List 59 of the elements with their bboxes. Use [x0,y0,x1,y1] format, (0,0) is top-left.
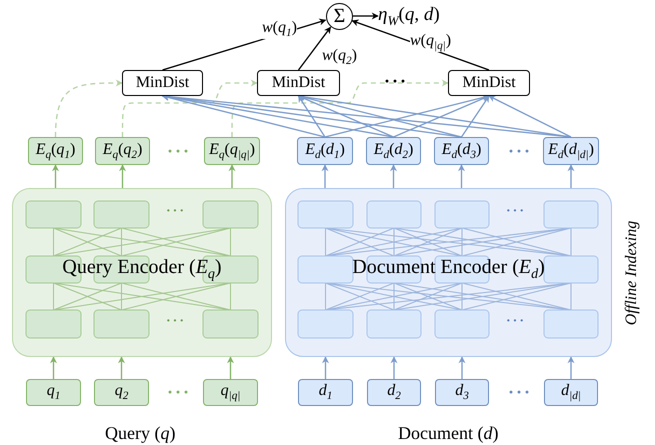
arrow [458,164,465,188]
ellipsis-dots: ··· [166,205,186,219]
input-caption: Document (d) [398,424,498,442]
arrow [353,12,379,20]
ellipsis-dots: ··· [167,142,192,160]
arrow [119,164,126,188]
arrow [231,80,449,137]
ellipsis-dots: ··· [506,205,526,219]
arrow [458,356,466,379]
arrow [568,164,574,188]
ellipsis-dots: ··· [508,142,532,160]
encoder-panel [285,188,612,357]
embedding-box: E$_{d}$(d$_{3}$) [434,137,489,165]
arrow [228,164,236,188]
summation-circle: Σ [326,3,353,30]
arrow [50,356,57,379]
encoder-panel [12,188,272,357]
embedding-box: E$_{q}$(q$_{|q|}$) [204,137,260,165]
encoder-label: Query Encoder (E$_{q}$) [62,256,222,283]
input-caption: Query (q) [105,424,176,442]
embedding-box: E$_{q}$(q$_{2}$) [95,137,150,165]
side-caption: Offline Indexing [624,220,640,325]
embedding-box: E$_{d}$(d$_{|d|}$) [543,137,599,165]
arrow [322,164,328,188]
arrow [460,95,490,138]
arrow [118,356,125,379]
arrow [298,95,326,138]
token-box: d$_{|d|}$ [544,379,598,406]
arrow [390,356,398,379]
mindist-box: MinDist [448,70,530,96]
token-box: d$_{1}$ [298,379,353,406]
arrow [488,95,572,138]
ellipsis-dots: ··· [384,72,408,90]
arrow [227,356,234,379]
mindist-box: MinDist [257,70,340,96]
arrow [298,26,332,70]
encoder-label: Document Encoder (E$_{d}$) [352,256,545,283]
arrow [52,164,59,188]
arrow [54,80,123,138]
arrow [122,80,258,137]
embedding-box: E$_{d}$(d$_{2}$) [366,137,421,165]
ellipsis-dots: ··· [167,383,192,401]
token-box: q$_{2}$ [94,379,149,406]
output-score: η$_{W}$(q, d) [378,4,460,28]
token-box: q$_{1}$ [26,379,81,406]
ellipsis-dots: ··· [506,315,526,329]
ellipsis-dots: ··· [508,383,532,401]
embedding-box: E$_{d}$(d$_{1}$) [297,137,353,165]
token-box: d$_{2}$ [367,379,421,406]
embedding-box: E$_{q}$(q$_{1}$) [28,137,83,165]
edge-label: w(q$_{|q|}$) [410,33,452,52]
token-box: d$_{3}$ [435,379,489,406]
arrow [390,164,397,188]
edge-label: w(q$_{1}$) [262,20,297,40]
mindist-box: MinDist [122,70,203,96]
ellipsis-dots: ··· [166,315,186,329]
arrow [322,356,329,379]
token-box: q$_{|q|}$ [203,379,258,406]
arrow [568,356,574,379]
